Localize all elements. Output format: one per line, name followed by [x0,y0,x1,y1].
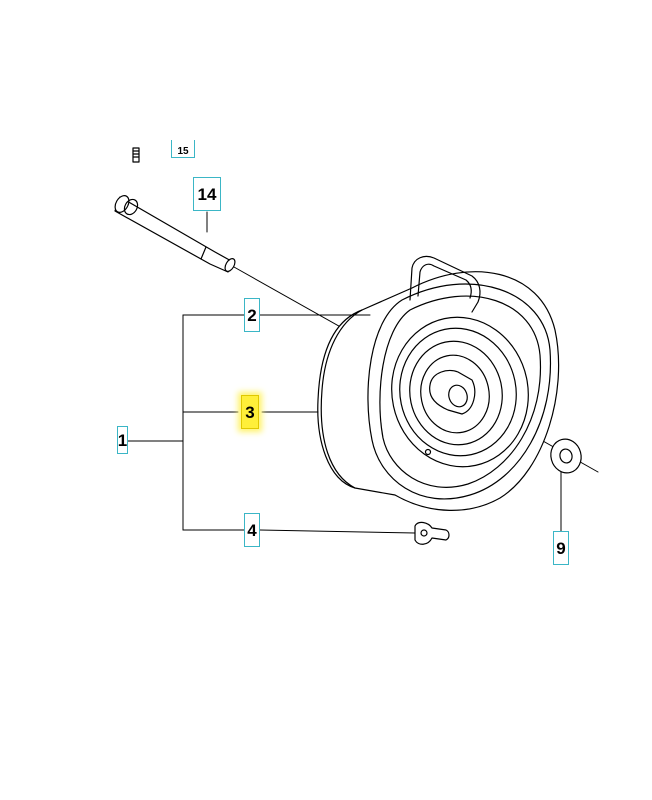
callout-9[interactable]: 9 [553,531,569,565]
grease-nipple-part [414,521,450,545]
wheel-part [317,255,560,511]
callout-2[interactable]: 2 [244,298,260,332]
leader-lines [127,211,562,534]
callout-3-highlighted[interactable]: 3 [241,395,259,429]
axle-shaft-part [114,195,236,273]
callout-partial-top[interactable]: 15 [171,140,195,158]
set-screw-part [132,147,140,163]
callout-4[interactable]: 4 [244,513,260,547]
washer-part [550,438,582,474]
callout-1[interactable]: 1 [117,426,128,454]
callout-14[interactable]: 14 [193,177,221,211]
